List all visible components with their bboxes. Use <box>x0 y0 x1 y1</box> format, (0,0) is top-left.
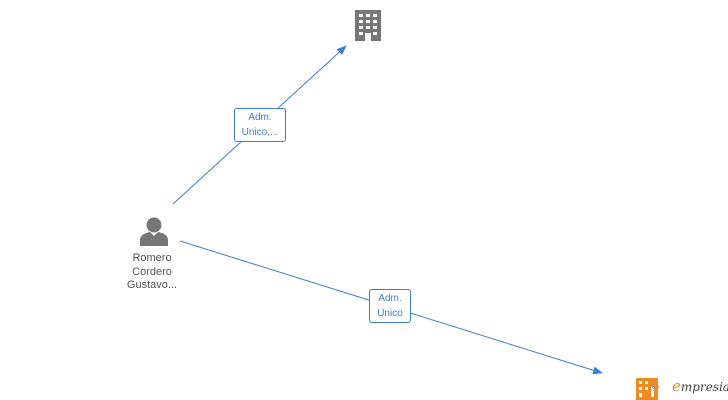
brand-name-rest: mpresia <box>680 380 728 394</box>
person-name-line: Gustavo... <box>126 279 178 291</box>
brand-name-initial: e <box>672 377 681 395</box>
person-node[interactable] <box>138 216 170 251</box>
copyright-symbol: © <box>650 380 659 394</box>
person-name-line: Romero <box>132 252 172 264</box>
edge-label-line: Adm. <box>378 293 402 304</box>
edge-label-line: Unico <box>377 308 403 319</box>
edge-label-role-company[interactable]: Adm. Unico,... <box>234 108 286 142</box>
edge-label-role-offscreen[interactable]: Adm. Unico <box>369 289 411 323</box>
empresia-logo-icon <box>636 378 658 400</box>
person-name-label[interactable]: Romero Cordero Gustavo... <box>104 252 200 293</box>
brand-watermark: © empresia <box>636 376 728 400</box>
company-node[interactable] <box>352 8 384 47</box>
person-icon <box>140 217 168 246</box>
brand-name: empresia <box>672 377 728 395</box>
building-icon <box>355 10 381 41</box>
edge-label-line: Adm. <box>248 112 272 123</box>
edge-label-line: Unico,... <box>241 127 279 138</box>
person-name-line: Cordero <box>132 265 172 278</box>
